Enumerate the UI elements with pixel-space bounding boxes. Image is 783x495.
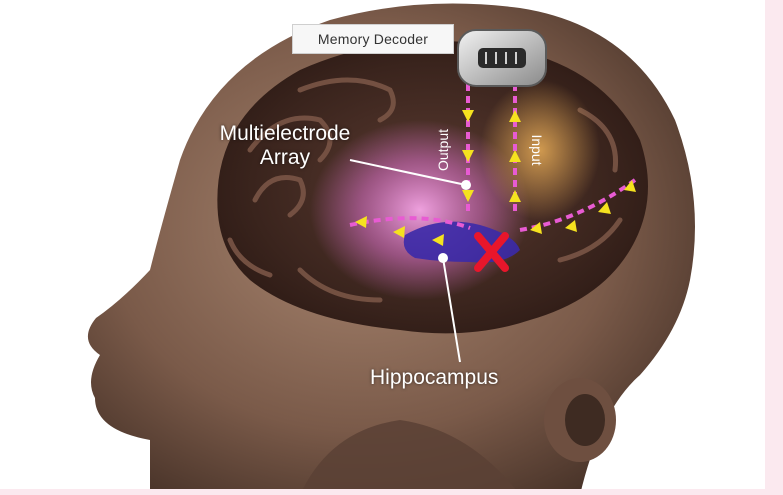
hippocampus-label: Hippocampus [370, 366, 498, 390]
right-margin-band [765, 0, 783, 495]
multielectrode-array-label: Multielectrode Array [205, 122, 365, 169]
output-label: Output [435, 129, 451, 171]
multielectrode-array-label-line1: Multielectrode [205, 122, 365, 146]
input-label: Input [529, 134, 545, 165]
bottom-margin-band [0, 489, 783, 495]
memory-decoder-chip [458, 30, 546, 86]
multielectrode-array-label-line2: Array [205, 146, 365, 170]
array-pointer-dot [461, 180, 471, 190]
memory-decoder-label: Memory Decoder [292, 24, 454, 54]
hippocampus-pointer-dot [438, 253, 448, 263]
ear-inner [565, 394, 605, 446]
